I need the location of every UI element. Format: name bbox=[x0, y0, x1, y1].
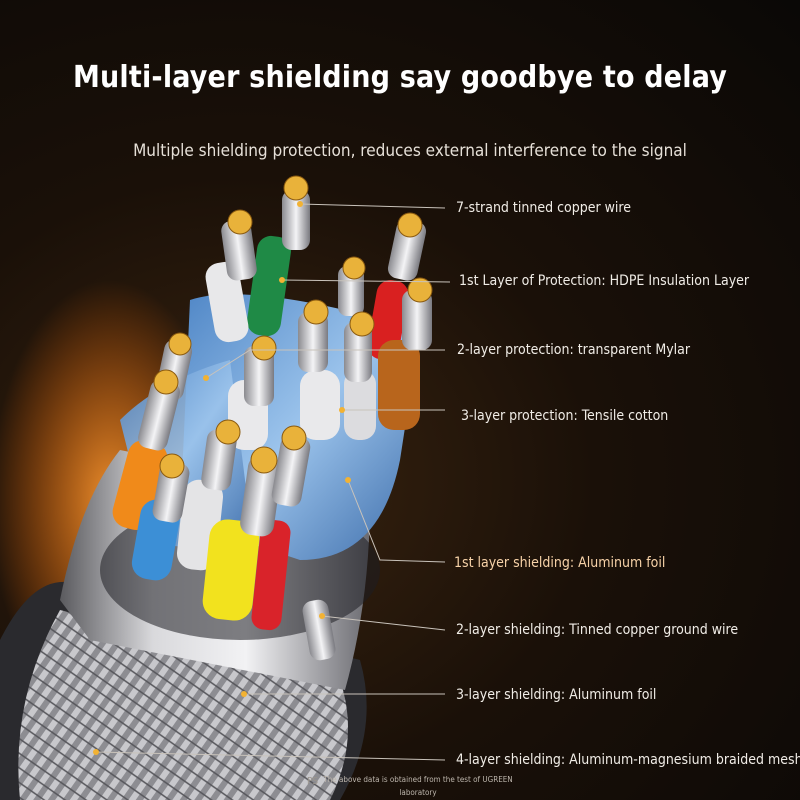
callout-label-hdpe-insulation: 1st Layer of Protection: HDPE Insulation… bbox=[459, 273, 750, 289]
callout-label-aluminum-foil-3: 3-layer shielding: Aluminum foil bbox=[456, 687, 657, 703]
footnote-text: The above data is obtained from the test… bbox=[323, 775, 513, 797]
wire-strands bbox=[138, 190, 432, 661]
callout-dots bbox=[93, 201, 351, 755]
callout-label-copper-wire: 7-strand tinned copper wire bbox=[456, 200, 632, 216]
callout-label-braided-mesh: 4-layer shielding: Aluminum-magnesium br… bbox=[456, 752, 800, 768]
copper-strand-tips bbox=[153, 175, 433, 479]
page-subtitle: Multiple shielding protection, reduces e… bbox=[133, 141, 687, 161]
callout-lines bbox=[95, 203, 451, 761]
page-title: Multi-layer shielding say goodbye to del… bbox=[72, 60, 728, 95]
callout-label-ground-wire: 2-layer shielding: Tinned copper ground … bbox=[456, 622, 739, 638]
footnote-ps: PS bbox=[307, 776, 319, 787]
callout-label-tensile-cotton: 3-layer protection: Tensile cotton bbox=[461, 408, 669, 424]
callout-label-mylar: 2-layer protection: transparent Mylar bbox=[457, 342, 691, 358]
callout-label-aluminum-foil-1: 1st layer shielding: Aluminum foil bbox=[454, 555, 666, 571]
